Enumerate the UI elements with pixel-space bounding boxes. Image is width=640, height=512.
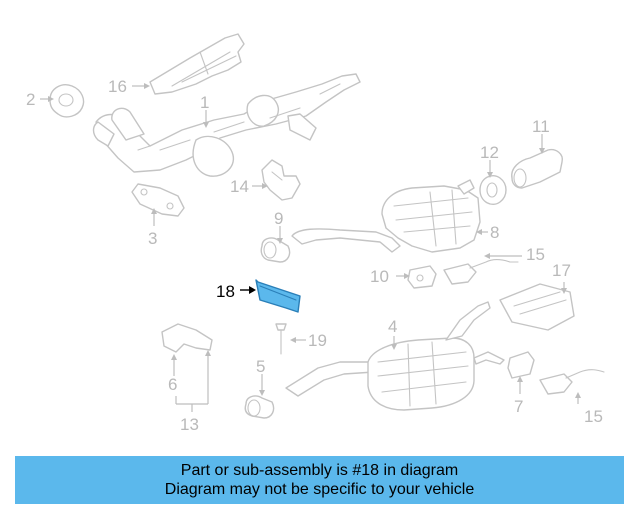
callout-5: 5 <box>256 357 265 376</box>
callout-7: 7 <box>514 397 523 416</box>
part-11-tailpipe <box>511 148 563 189</box>
callout-10: 10 <box>370 267 389 286</box>
callout-17: 17 <box>552 261 571 280</box>
part-16-heat-shield <box>149 33 245 95</box>
callout-1: 1 <box>200 93 209 112</box>
part-1-front-pipe <box>92 73 361 177</box>
part-12-clamp <box>479 174 507 206</box>
callout-14: 14 <box>230 177 249 196</box>
callout-16: 16 <box>108 77 127 96</box>
callout-labels: 2 16 1 3 14 9 12 11 8 10 15 17 4 19 5 6 … <box>26 77 603 434</box>
part-19-bolt <box>275 323 287 355</box>
callout-11: 11 <box>532 117 550 136</box>
info-banner: Part or sub-assembly is #18 in diagram D… <box>15 456 624 504</box>
callout-13: 13 <box>180 415 199 434</box>
banner-line-2: Diagram may not be specific to your vehi… <box>164 481 475 498</box>
part-17-heat-shield <box>499 283 575 331</box>
callout-15-upper: 15 <box>526 245 545 264</box>
part-14-bracket <box>261 159 301 201</box>
callout-3: 3 <box>148 229 157 248</box>
part-9-clamp <box>260 237 291 263</box>
part-15-upper-sensor <box>443 259 519 285</box>
part-18-highlighted <box>255 279 301 313</box>
part-5-clamp <box>244 395 275 419</box>
part-15-lower-sensor <box>539 369 605 395</box>
callout-15-lower: 15 <box>584 407 603 426</box>
callout-18: 18 <box>216 282 235 301</box>
callout-8: 8 <box>490 223 499 242</box>
part-2-gasket <box>49 84 85 118</box>
diagram-canvas: 2 16 1 3 14 9 12 11 8 10 15 17 4 19 5 6 … <box>26 33 605 434</box>
callout-2: 2 <box>26 90 35 109</box>
part-6-bracket <box>161 323 213 353</box>
callout-4: 4 <box>388 317 397 336</box>
part-7-hanger <box>507 351 535 379</box>
part-10-hanger <box>407 265 437 289</box>
callout-19: 19 <box>308 331 327 350</box>
leader-lines <box>40 83 581 412</box>
part-3-bracket <box>131 183 185 217</box>
banner-line-1: Part or sub-assembly is #18 in diagram <box>180 462 459 479</box>
exploded-parts-diagram: 2 16 1 3 14 9 12 11 8 10 15 17 4 19 5 6 … <box>26 33 605 434</box>
callout-9: 9 <box>274 209 283 228</box>
part-4-center-muffler <box>285 301 505 411</box>
callout-12: 12 <box>480 143 499 162</box>
callout-6: 6 <box>168 375 177 394</box>
part-8-rear-muffler <box>291 179 481 253</box>
